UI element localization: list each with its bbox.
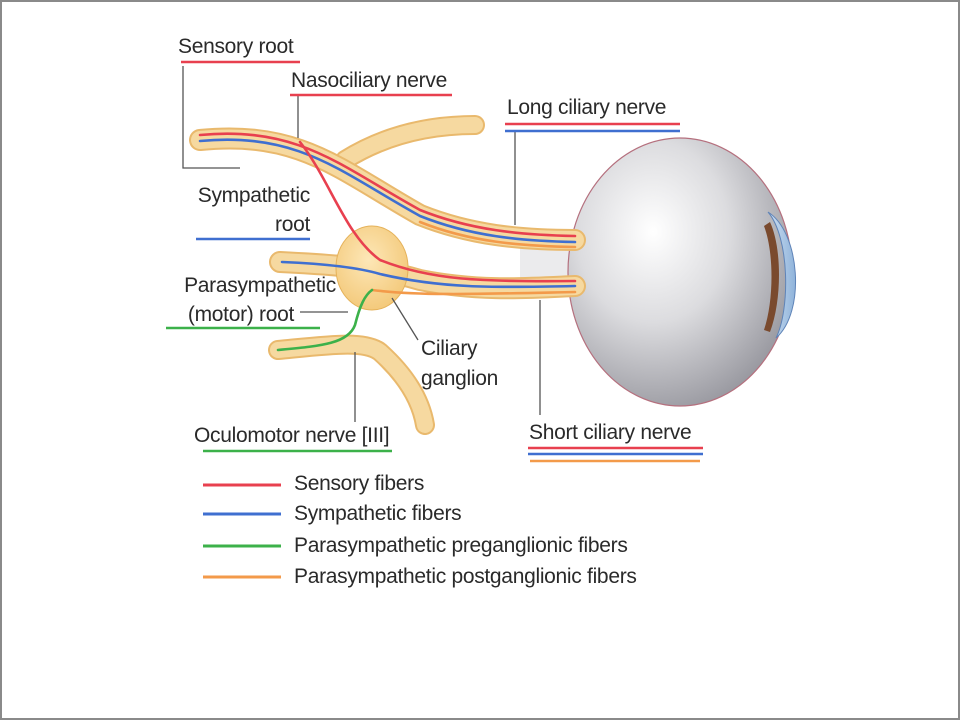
label-underlines bbox=[166, 60, 703, 463]
short-ciliary-nerve-label: Short ciliary nerve bbox=[529, 421, 692, 444]
long-ciliary-orange bbox=[418, 220, 577, 249]
legend-label-sympathetic: Sympathetic fibers bbox=[294, 502, 462, 525]
parasympathetic-root-label-line2: (motor) root bbox=[187, 303, 294, 326]
sympathetic-fiber-short bbox=[280, 260, 577, 289]
sensory-fiber-short bbox=[298, 140, 577, 283]
sensory-fiber-long bbox=[198, 132, 577, 238]
fiber-paths bbox=[198, 132, 577, 352]
sympathetic-root-label-line1: Sympathetic bbox=[197, 184, 311, 207]
sympathetic-root-label-line2: root bbox=[275, 213, 310, 236]
oculomotor-nerve-label: Oculomotor nerve [III] bbox=[194, 424, 390, 447]
sympathetic-fiber-long bbox=[198, 138, 577, 244]
parasympathetic-root-label-line1: Parasympathetic bbox=[184, 274, 336, 297]
ciliary-ganglion-label-line2: ganglion bbox=[421, 367, 499, 390]
nasociliary-nerve-label: Nasociliary nerve bbox=[291, 69, 447, 92]
legend-label-sensory: Sensory fibers bbox=[294, 472, 425, 495]
long-ciliary-nerve-label: Long ciliary nerve bbox=[507, 96, 667, 119]
ciliary-ganglion-label-line1: Ciliary bbox=[421, 337, 478, 360]
eyeball bbox=[520, 137, 797, 407]
leader-lines bbox=[182, 66, 541, 422]
legend-swatches bbox=[203, 483, 281, 579]
sensory-root-label: Sensory root bbox=[178, 35, 294, 58]
preganglionic-fiber bbox=[276, 288, 374, 352]
legend-label-postganglionic: Parasympathetic postganglionic fibers bbox=[294, 565, 637, 588]
legend-label-preganglionic: Parasympathetic preganglionic fibers bbox=[294, 534, 628, 557]
postganglionic-fiber bbox=[370, 288, 577, 296]
